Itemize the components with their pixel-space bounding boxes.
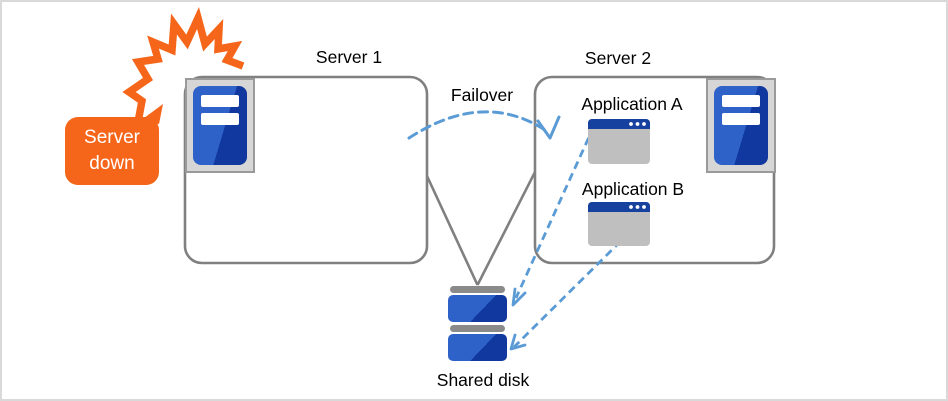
server2-label: Server 2 [584, 48, 652, 68]
failover-label: Failover [450, 85, 514, 105]
failover-arrowhead-icon [536, 115, 561, 140]
app-b-window-icon [588, 202, 650, 246]
app-b-disk-arrow [509, 231, 631, 351]
shared-disk-icon [448, 286, 507, 361]
failover-arrow [407, 110, 561, 140]
shared-disk-label: Shared disk [436, 370, 530, 390]
app-a-disk-arrow [511, 125, 596, 307]
app-a-arrowhead-icon [511, 287, 527, 307]
server-down-label: Server down [84, 127, 140, 174]
server1-disk-connector [425, 175, 479, 286]
server1-label: Server 1 [315, 47, 383, 67]
app-a-window-icon [588, 119, 650, 164]
server2-disk-connector [476, 171, 537, 286]
application-a-label: Application A [581, 94, 683, 114]
server2-server-icon [706, 78, 776, 173]
app-b-arrowhead-icon [509, 333, 527, 351]
server-down-callout: Server down [65, 117, 159, 185]
application-b-label: Application B [581, 179, 685, 199]
server1-server-icon [185, 78, 255, 173]
